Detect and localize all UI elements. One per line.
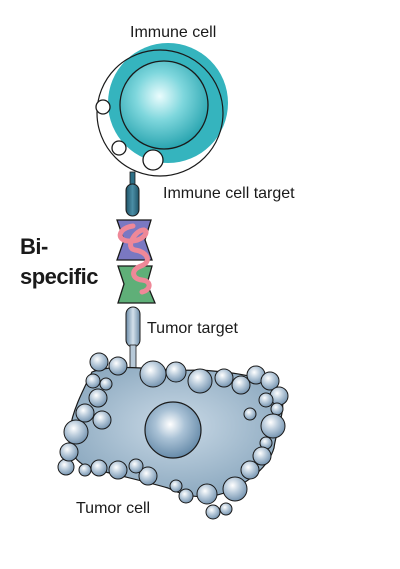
surface-bubble [139,360,167,388]
surface-bubble [243,407,257,421]
bispecific-label: Bi- specific [20,232,98,292]
bispecific-label-line2: specific [20,264,98,289]
surface-bubble [214,368,234,388]
surface-bubble [187,368,213,394]
surface-bubble [258,392,274,408]
tumor-cell-label: Tumor cell [76,500,151,517]
surface-bubble [92,410,112,430]
surface-bubble [89,352,109,372]
surface-bubble [196,483,218,505]
immune-cell-nucleus [119,60,209,150]
surface-bubble [138,466,158,486]
surface-bubble [205,504,221,520]
bispecific-bottom-arm [117,265,156,304]
granule [111,140,127,156]
surface-bubble [231,375,251,395]
surface-bubble [270,402,284,416]
bispecific-linker [117,223,152,295]
surface-bubble [63,419,89,445]
surface-bubble [240,460,260,480]
tumor-cell-nucleus [144,401,202,459]
tumor-receptor-head [125,306,141,348]
immune-cell-membrane [96,49,224,177]
tumor-surface-bubbles [57,352,289,520]
surface-bubble [59,442,79,462]
surface-bubble [252,446,272,466]
surface-bubble [85,373,101,389]
surface-bubble [108,460,128,480]
granule [142,149,164,171]
surface-bubble [169,479,183,493]
tumor-cell [57,352,289,520]
surface-bubble [260,413,286,439]
immune-cell-target-receptor [125,171,140,217]
surface-bubble [219,502,233,516]
granule [95,99,111,115]
immune-cell [95,43,228,177]
surface-bubble [88,388,108,408]
surface-bubble [57,458,75,476]
surface-bubble [128,458,144,474]
immune-cell-label: Immune cell [130,24,217,41]
surface-bubble [165,361,187,383]
surface-bubble [108,356,128,376]
bispecific-label-line1: Bi- [20,234,48,259]
immune-cell-target-label: Immune cell target [163,185,295,202]
surface-bubble [222,476,248,502]
tumor-target-label: Tumor target [147,320,238,337]
surface-bubble [90,459,108,477]
surface-bubble [78,463,92,477]
surface-bubble [260,371,280,391]
surface-bubble [99,377,113,391]
receptor-head [125,183,140,217]
bispecific-antibody [116,219,156,304]
surface-bubble [178,488,194,504]
surface-bubble [75,403,95,423]
